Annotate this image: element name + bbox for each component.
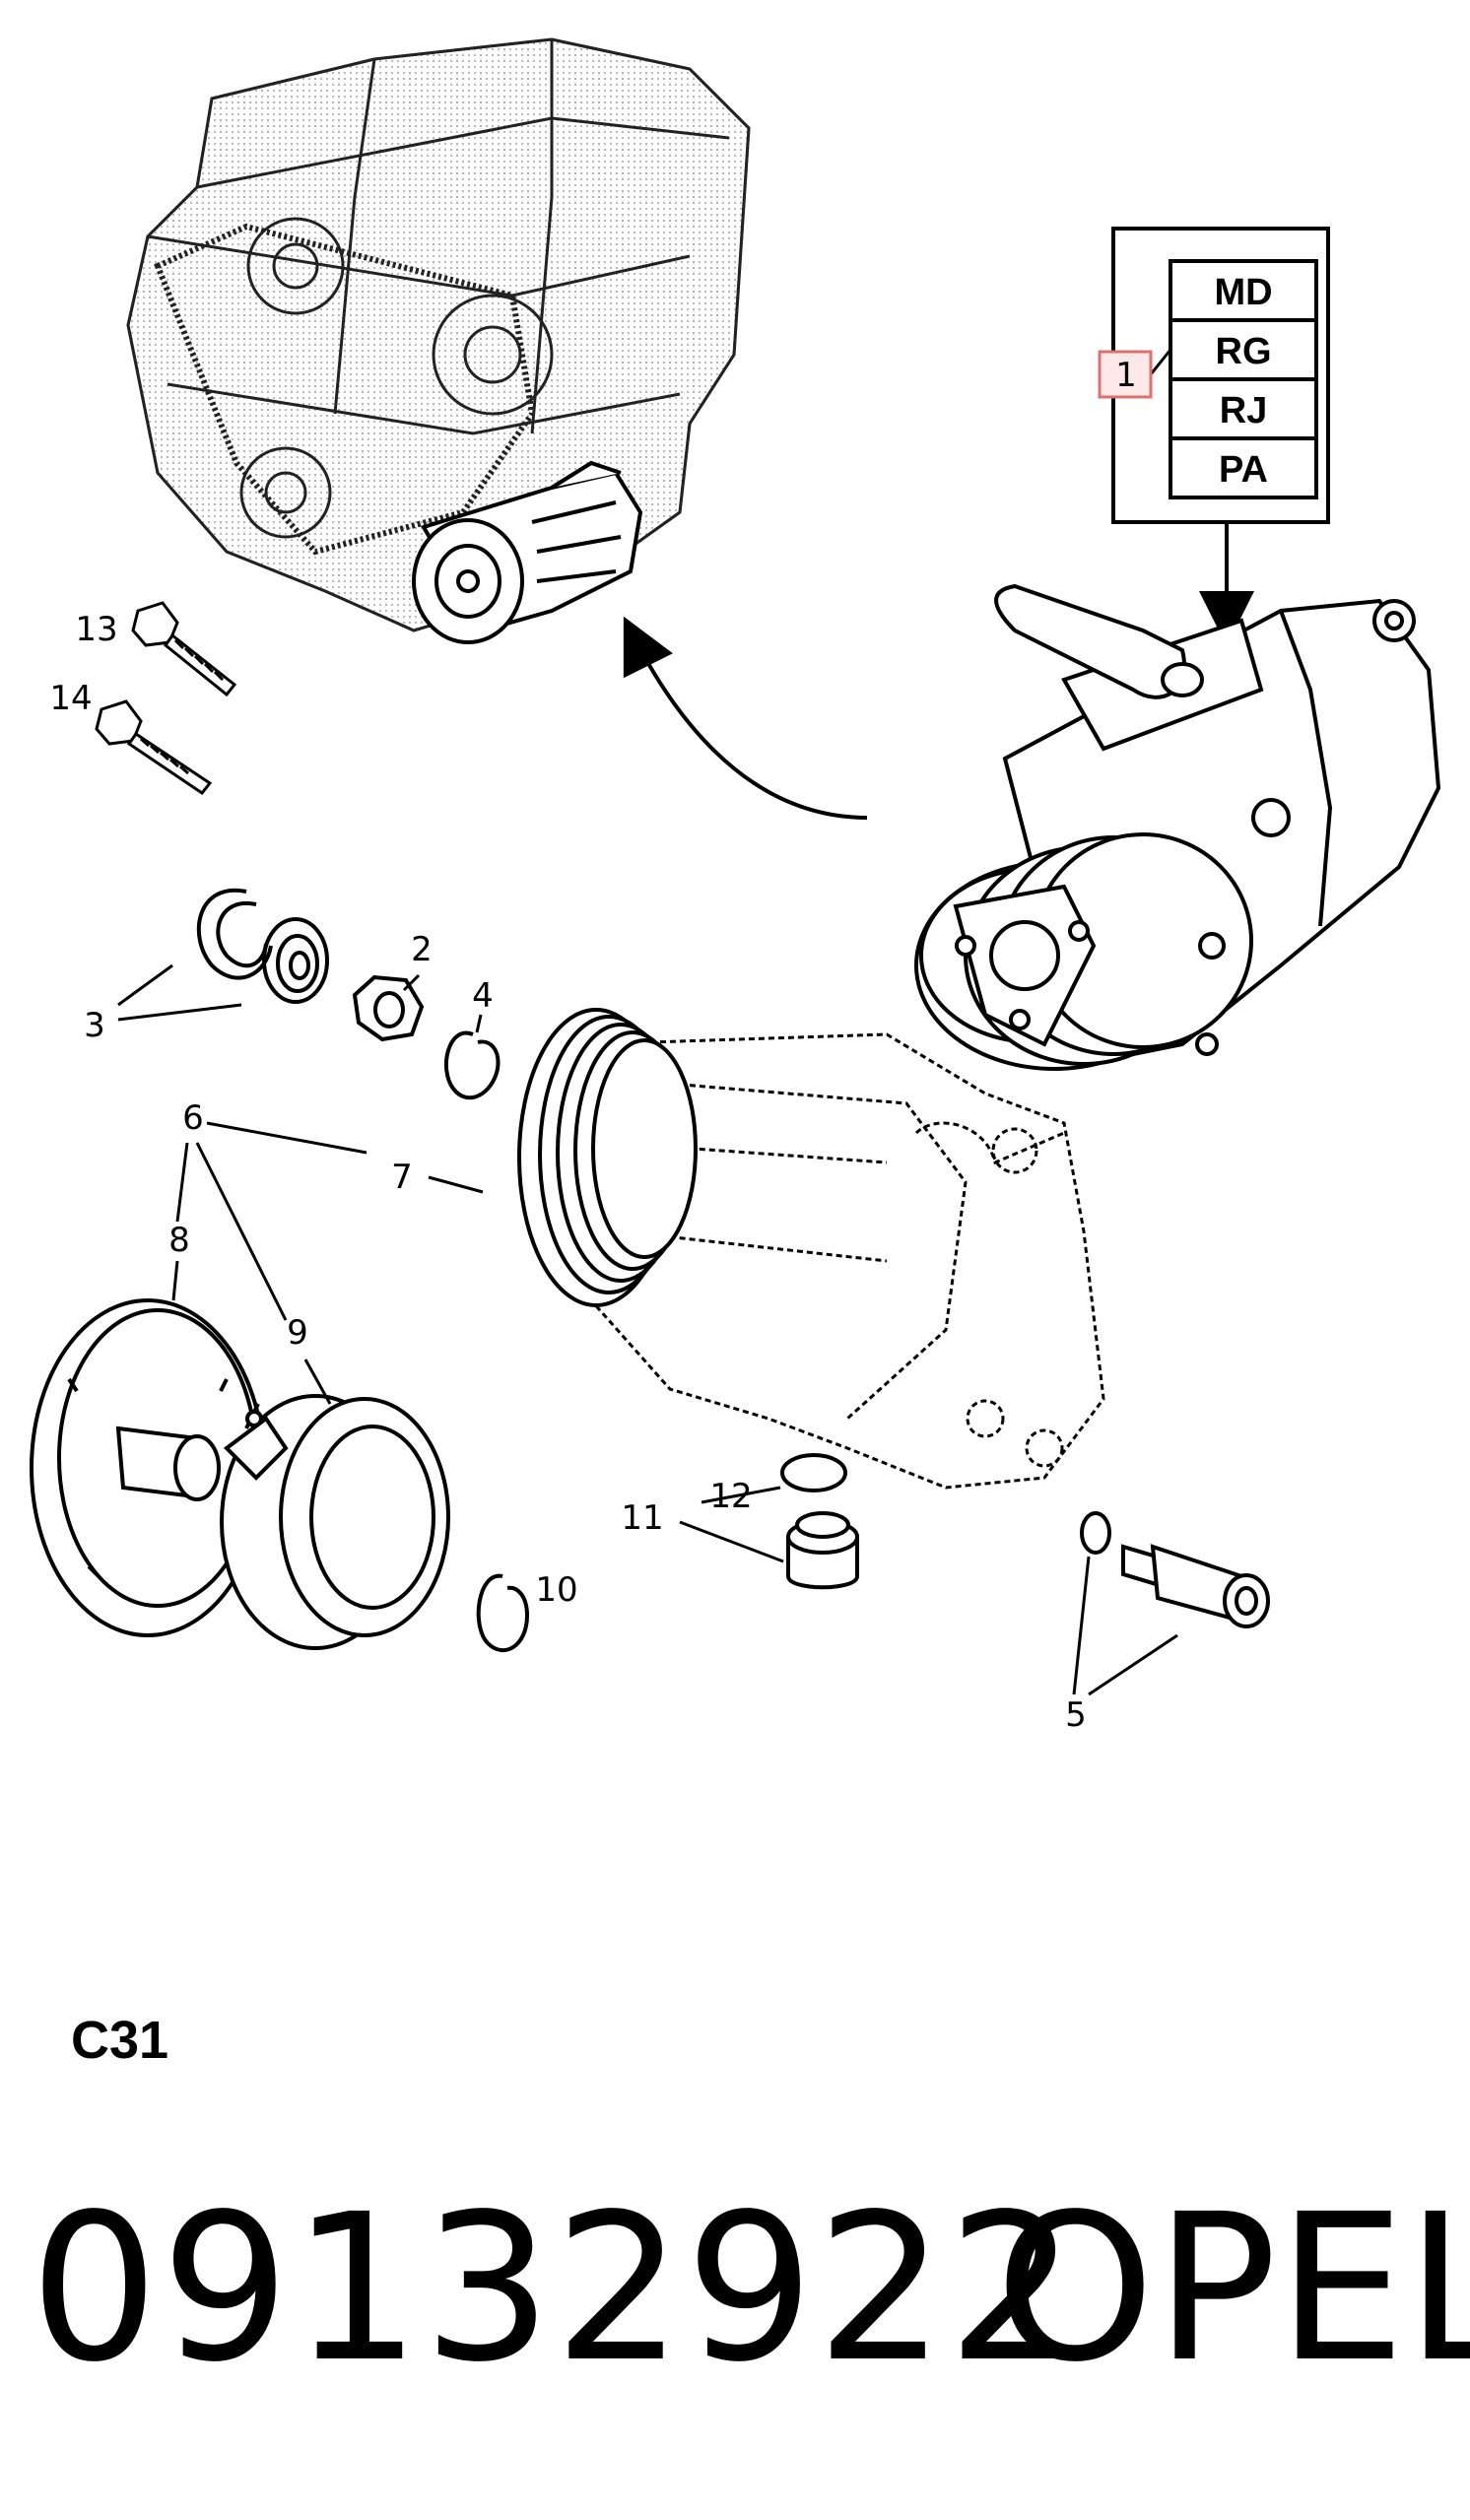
callout-8: 8: [168, 1221, 190, 1260]
nut-illustration: [352, 974, 425, 1042]
variant-pa: PA: [1219, 449, 1268, 491]
circlip-4-illustration: [443, 1030, 501, 1100]
seal-and-circlip-illustration: [196, 888, 329, 1004]
mounted-compressor-illustration: [412, 460, 643, 644]
pressure-switch-illustration: [1121, 1544, 1270, 1628]
compressor-body-illustration: [560, 1032, 1105, 1490]
callout-2-leader: [402, 973, 421, 992]
callout-3: 3: [84, 1006, 105, 1045]
callout-3-leader-b: [117, 1003, 242, 1022]
callout-1-leader: [1149, 349, 1172, 375]
callout-11: 11: [621, 1498, 663, 1538]
compressor-pulley-illustration: [517, 1008, 698, 1307]
callout-3-leader-a: [117, 963, 173, 1007]
callout-6-leader-b: [175, 1142, 189, 1223]
callout-12: 12: [709, 1477, 752, 1516]
callout-2: 2: [411, 930, 433, 969]
location-arrow: [623, 616, 868, 820]
callout-13: 13: [75, 610, 117, 649]
variant-row-box-1: [1169, 259, 1318, 322]
callout-1-highlight: [1098, 350, 1153, 399]
callout-7-leader: [428, 1175, 484, 1194]
callout-4-leader: [475, 1014, 483, 1033]
callout-4: 4: [472, 976, 494, 1016]
callout-6-leader-c: [195, 1142, 288, 1321]
variant-rj: RJ: [1220, 390, 1268, 431]
callout-5-leader-b: [1088, 1633, 1178, 1696]
callout-6: 6: [182, 1098, 204, 1138]
brand-name: OPEL: [995, 2170, 1470, 2407]
bolts-illustration: [95, 601, 237, 796]
callout-9-leader: [303, 1359, 332, 1405]
plug-11-illustration: [786, 1511, 859, 1590]
variant-row-box-4: [1169, 436, 1318, 499]
part-number: 09132922: [30, 2170, 1079, 2407]
o-ring-12-illustration: [780, 1453, 847, 1492]
pulley-coil-illustration: [220, 1394, 450, 1650]
variant-row-box-3: [1169, 377, 1318, 440]
callout-7: 7: [391, 1158, 413, 1197]
callout-5-leader-a: [1072, 1556, 1091, 1695]
variant-table: MD RG RJ PA 1: [1098, 227, 1330, 646]
callout-1: 1: [1115, 356, 1137, 395]
callout-12-leader: [701, 1486, 781, 1504]
callout-5: 5: [1065, 1695, 1087, 1735]
compressor-assembly-illustration: [914, 583, 1441, 1071]
callout-14: 14: [49, 679, 92, 718]
variant-rg: RG: [1216, 331, 1272, 372]
o-ring-5-illustration: [1080, 1511, 1111, 1555]
variant-md: MD: [1214, 272, 1272, 313]
callout-6-leader-a: [206, 1121, 368, 1155]
callout-9: 9: [287, 1313, 308, 1353]
callout-11-leader: [679, 1520, 784, 1563]
section-code: C31: [71, 2011, 169, 2070]
callout-8-leader: [171, 1260, 179, 1301]
circlip-10-illustration: [476, 1573, 530, 1653]
clutch-plate-illustration: [30, 1298, 266, 1637]
callout-10: 10: [535, 1570, 577, 1610]
